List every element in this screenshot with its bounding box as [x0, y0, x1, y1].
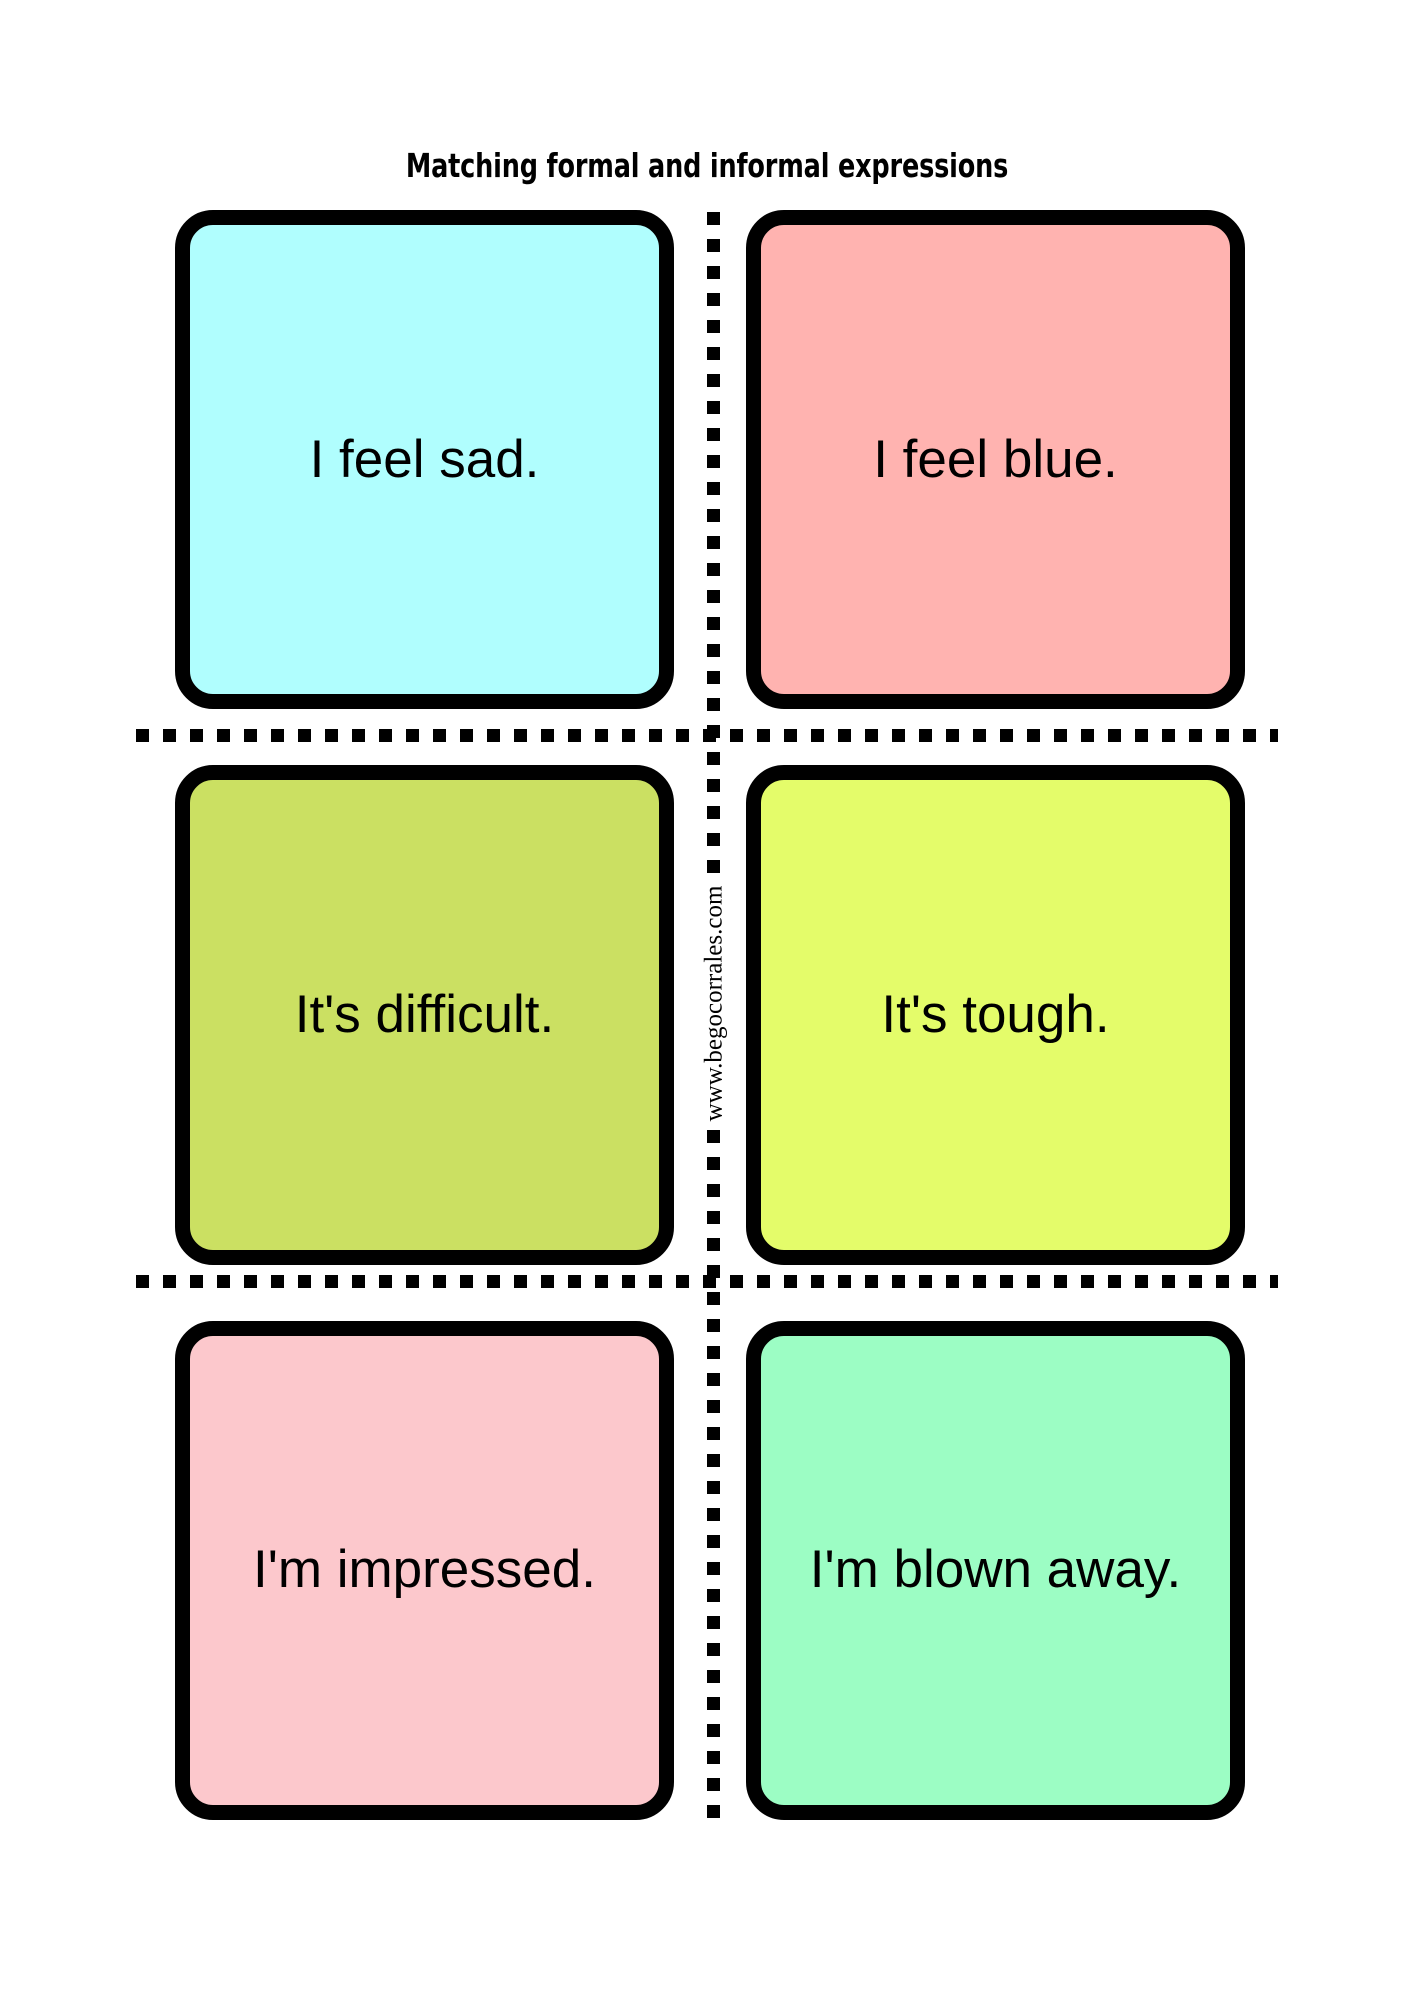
flashcard-label: I'm impressed.	[253, 1540, 596, 1600]
flashcard-its-difficult[interactable]: It's difficult.	[175, 765, 674, 1265]
flashcard-i-feel-sad[interactable]: I feel sad.	[175, 210, 674, 710]
flashcard-its-tough[interactable]: It's tough.	[746, 765, 1245, 1265]
flashcard-label: It's tough.	[881, 985, 1110, 1045]
flashcard-label: I feel sad.	[309, 429, 540, 489]
page-title: Matching formal and informal expressions	[405, 146, 1009, 185]
flashcard-label: I feel blue.	[873, 429, 1118, 489]
flashcard-im-impressed[interactable]: I'm impressed.	[175, 1320, 674, 1820]
flashcard-grid: I feel sad. I feel blue. It's difficult.…	[175, 210, 1245, 1820]
flashcard-label: I'm blown away.	[809, 1540, 1182, 1600]
flashcard-label: It's difficult.	[294, 985, 555, 1045]
flashcard-im-blown-away[interactable]: I'm blown away.	[746, 1320, 1245, 1820]
flashcard-i-feel-blue[interactable]: I feel blue.	[746, 210, 1245, 710]
cut-line-vertical-center	[707, 212, 720, 1820]
